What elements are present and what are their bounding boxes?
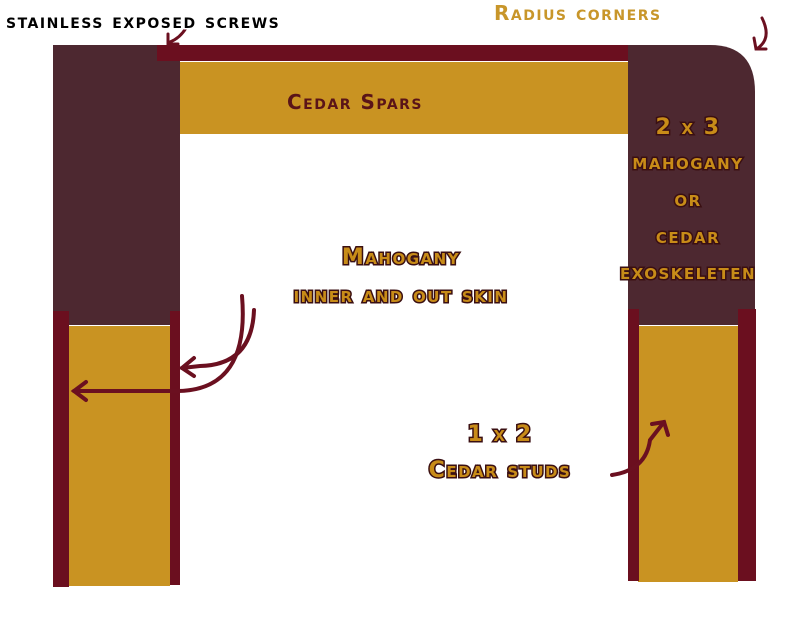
label-exoskeleton-2: mahogany bbox=[632, 150, 743, 175]
label-cedar-spars: Cedar Spars bbox=[287, 90, 423, 114]
label-radius-corners: Radius corners bbox=[494, 1, 662, 25]
label-studs-2: Cedar studs bbox=[429, 458, 572, 483]
right-inner-skin bbox=[628, 309, 639, 581]
left-cedar-stud bbox=[69, 326, 170, 586]
cedar-spar bbox=[180, 62, 628, 134]
label-exoskeleton-5: exoskeleten bbox=[620, 260, 756, 285]
label-mahogany-skin-1: Mahogany bbox=[342, 245, 460, 270]
arrow-screws bbox=[166, 26, 188, 46]
arrow-skin-outer bbox=[70, 294, 245, 402]
label-exoskeleton-1: 2 x 3 bbox=[656, 115, 721, 140]
screw-strip bbox=[157, 45, 650, 61]
right-outer-skin bbox=[738, 309, 756, 581]
label-stainless-screws: stainless exposed screws bbox=[6, 9, 280, 33]
arrow-radius bbox=[752, 16, 768, 51]
label-mahogany-skin-2: inner and out skin bbox=[294, 283, 509, 308]
right-exoskeleton bbox=[628, 45, 755, 325]
left-outer-skin bbox=[53, 311, 69, 587]
label-studs-1: 1 x 2 bbox=[468, 422, 533, 447]
label-exoskeleton-4: cedar bbox=[656, 224, 720, 249]
left-exoskeleton bbox=[53, 45, 180, 325]
label-exoskeleton-3: or bbox=[674, 187, 701, 212]
left-inner-skin bbox=[170, 311, 180, 585]
arrow-studs bbox=[610, 419, 670, 477]
right-cedar-stud bbox=[638, 326, 738, 582]
